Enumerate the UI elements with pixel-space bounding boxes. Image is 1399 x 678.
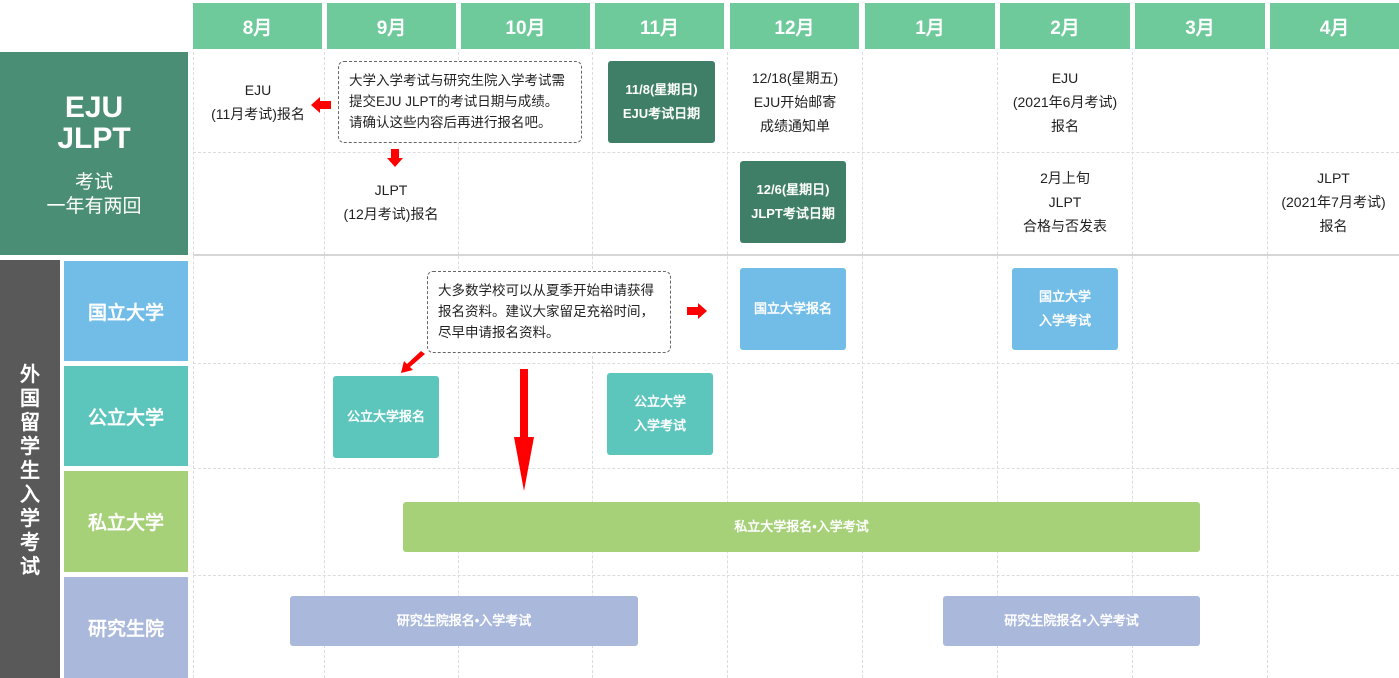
grid-line: [997, 52, 998, 678]
exam-block-subtitle-2: 一年有两回: [46, 196, 142, 217]
grid-line: [592, 52, 593, 678]
row-label-graduate: 研究生院: [64, 577, 188, 678]
arrow-down-long-icon: [514, 369, 534, 491]
month-feb: 2月: [1000, 3, 1130, 49]
row-label-public: 公立大学: [64, 366, 188, 466]
section-divider: [193, 254, 1399, 256]
eju-aug-apply-text: EJU (11月考试)报名: [211, 82, 305, 122]
eju-score-mailing-text: 12/18(星期五) EJU开始邮寄 成绩通知单: [751, 70, 839, 134]
foreign-student-block: 外 国 留 学 生 入 学 考 试: [0, 260, 60, 678]
national-apply-box: 国立大学报名: [740, 268, 846, 350]
arrow-left-icon: [311, 97, 331, 113]
month-sep: 9月: [327, 3, 456, 49]
arrow-down-icon: [387, 149, 403, 167]
exam-block-title-2: JLPT: [57, 122, 131, 155]
grid-line: [193, 152, 1399, 153]
month-apr: 4月: [1270, 3, 1399, 49]
month-jan: 1月: [865, 3, 995, 49]
exam-block-title-1: EJU: [64, 91, 124, 124]
jlpt-apr-apply-text: JLPT (2021年7月考试) 报名: [1281, 170, 1386, 234]
grid-line: [193, 52, 194, 678]
month-oct: 10月: [461, 3, 590, 49]
foreign-student-label: 外 国 留 学 生 入 学 考 试: [20, 364, 40, 578]
public-exam-box: 公立大学 入学考试: [607, 373, 713, 455]
month-nov: 11月: [595, 3, 724, 49]
eju-feb-apply-text: EJU (2021年6月考试) 报名: [1012, 70, 1118, 134]
graduate-bar-2: 研究生院报名•入学考试: [943, 596, 1200, 646]
arrow-down-left-icon: [401, 351, 425, 373]
eju-note: 大学入学考试与研究生院入学考试需 提交EJU JLPT的考试日期与成绩。 请确认…: [338, 61, 582, 143]
row-label-private: 私立大学: [64, 471, 188, 572]
grid-line: [193, 363, 1399, 364]
jlpt-sep-apply-text: JLPT (12月考试)报名: [343, 182, 439, 222]
month-dec: 12月: [730, 3, 859, 49]
national-exam-box: 国立大学 入学考试: [1012, 268, 1118, 350]
arrow-right-icon: [687, 303, 707, 319]
jlpt-result-text: 2月上旬 JLPT 合格与否发表: [1023, 170, 1107, 234]
eju-exam-date-box: 11/8(星期日) EJU考试日期: [608, 61, 715, 143]
graduate-bar-1: 研究生院报名•入学考试: [290, 596, 638, 646]
exam-block-subtitle-1: 考试: [74, 172, 113, 193]
national-note: 大多数学校可以从夏季开始申请获得 报名资料。建议大家留足充裕时间， 尽早申请报名…: [427, 271, 671, 353]
private-bar: 私立大学报名•入学考试: [403, 502, 1200, 552]
grid-line: [324, 52, 325, 678]
row-label-national: 国立大学: [64, 261, 188, 361]
exam-block: EJU JLPT 考试 一年有两回: [0, 52, 188, 255]
month-aug: 8月: [193, 3, 322, 49]
grid-line: [193, 575, 1399, 576]
grid-line: [1132, 52, 1133, 678]
grid-line: [862, 52, 863, 678]
grid-line: [1267, 52, 1268, 678]
jlpt-exam-date-box: 12/6(星期日) JLPT考试日期: [740, 161, 846, 243]
grid-line: [727, 52, 728, 678]
public-apply-box: 公立大学报名: [333, 376, 439, 458]
grid-line: [458, 52, 459, 678]
month-mar: 3月: [1135, 3, 1265, 49]
grid-line: [193, 468, 1399, 469]
